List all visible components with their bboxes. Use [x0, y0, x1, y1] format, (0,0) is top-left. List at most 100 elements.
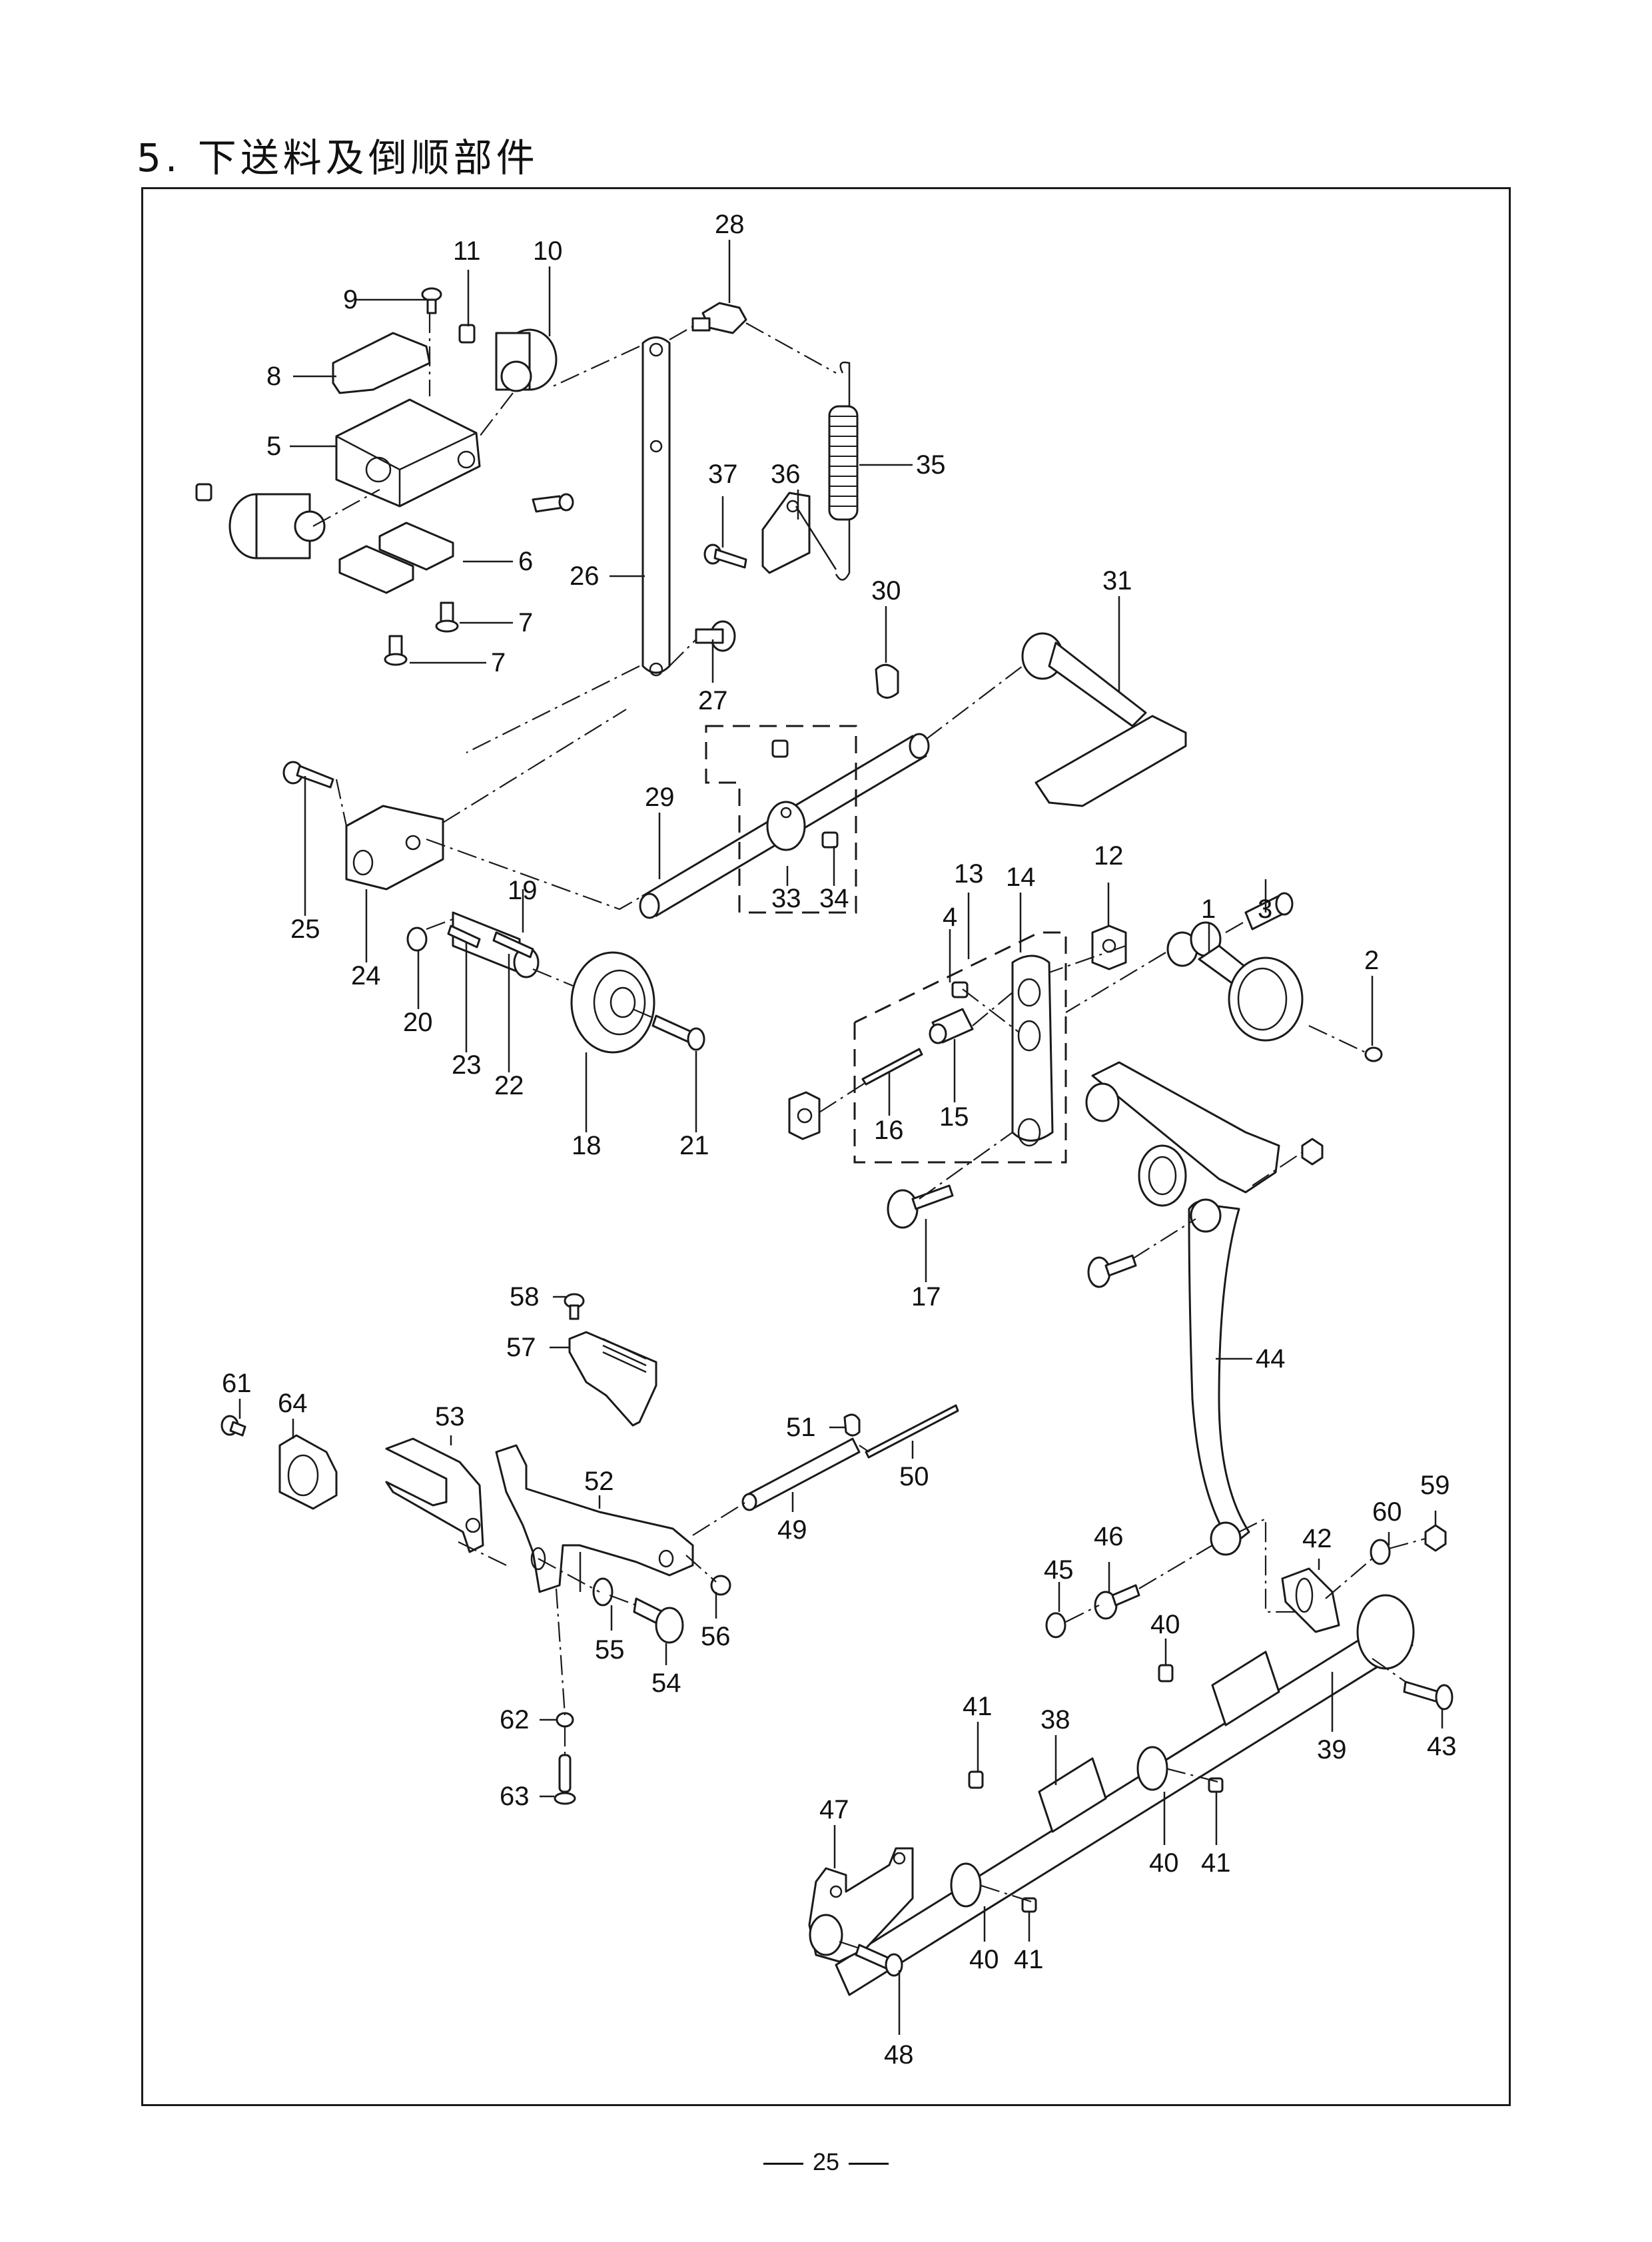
part-washer-55 — [592, 1577, 614, 1607]
callout-42: 42 — [1302, 1524, 1332, 1553]
callout-45: 45 — [1044, 1555, 1074, 1585]
callout-43: 43 — [1427, 1732, 1457, 1761]
callout-4: 4 — [943, 903, 957, 932]
callout-9: 9 — [343, 285, 358, 314]
callout-2: 2 — [1364, 946, 1379, 975]
callout-50: 50 — [899, 1462, 929, 1491]
part-screw-17 — [887, 1184, 954, 1229]
part-cylinder-left — [228, 493, 326, 560]
part-stud-27 — [695, 620, 736, 652]
part-screw-48 — [855, 1944, 903, 1977]
callout-60: 60 — [1372, 1497, 1402, 1527]
part-stud-28 — [691, 302, 747, 334]
callout-35: 35 — [916, 450, 946, 480]
part-screw-43 — [1403, 1681, 1453, 1710]
callout-57: 57 — [506, 1333, 536, 1362]
callout-41c: 41 — [1014, 1945, 1044, 1974]
callout-7a: 7 — [518, 608, 533, 637]
callout-64: 64 — [278, 1389, 308, 1418]
callout-15: 15 — [939, 1102, 969, 1132]
footer-dash-right — [849, 2162, 889, 2165]
callout-12: 12 — [1094, 841, 1124, 871]
page-footer: 25 — [0, 2148, 1652, 2176]
diagram-frame — [141, 187, 1511, 2106]
leader-lines — [238, 240, 1444, 2035]
part-e-ring-51 — [843, 1413, 861, 1437]
callout-11: 11 — [453, 236, 481, 266]
callout-6: 6 — [518, 547, 533, 576]
callout-10: 10 — [533, 236, 563, 266]
callout-30: 30 — [871, 576, 901, 605]
callout-36: 36 — [771, 460, 801, 489]
callout-39: 39 — [1317, 1735, 1347, 1764]
callout-27: 27 — [698, 686, 728, 715]
part-pin-2 — [1364, 1046, 1383, 1062]
part-block-64 — [278, 1434, 338, 1510]
callout-51: 51 — [786, 1413, 816, 1442]
part-feed-bar-52 — [495, 1444, 694, 1593]
callout-58: 58 — [510, 1282, 540, 1311]
part-reverse-lever-31 — [1021, 632, 1187, 807]
callout-54: 54 — [651, 1669, 681, 1698]
callout-16: 16 — [874, 1116, 904, 1145]
part-setscrew-left — [195, 483, 212, 502]
callout-18: 18 — [572, 1131, 602, 1160]
part-setscrew-11 — [458, 324, 476, 344]
callout-3: 3 — [1258, 895, 1272, 924]
part-link-rod-26 — [641, 336, 671, 677]
callout-7b: 7 — [491, 648, 506, 677]
part-screw-25 — [282, 761, 334, 789]
part-dial-18 — [570, 951, 655, 1054]
callout-25: 25 — [290, 915, 320, 944]
callout-37: 37 — [708, 460, 738, 489]
callout-40a: 40 — [1150, 1610, 1180, 1639]
callout-63: 63 — [500, 1782, 530, 1811]
callout-8: 8 — [266, 362, 281, 391]
callout-62: 62 — [500, 1705, 530, 1734]
part-setscrews-40-41 — [968, 1664, 1224, 1913]
part-collars-40 — [950, 1746, 1168, 1908]
callout-49: 49 — [777, 1515, 807, 1545]
part-link-14 — [1011, 954, 1054, 1147]
part-setscrew-33 — [771, 739, 789, 758]
callout-56: 56 — [701, 1622, 731, 1651]
callout-41a: 41 — [963, 1692, 993, 1721]
callout-labels: 9 8 5 11 10 6 7 7 26 28 27 35 36 37 30 3… — [222, 210, 1457, 2069]
part-washer-60 — [1370, 1539, 1391, 1565]
callout-28: 28 — [715, 210, 745, 239]
part-nut-right — [1301, 1138, 1324, 1166]
part-collar-33 — [766, 801, 806, 851]
part-stitch-block — [335, 398, 481, 508]
part-e-ring-30 — [875, 663, 899, 699]
part-stud-46 — [1094, 1584, 1140, 1620]
part-crank-42 — [1281, 1567, 1415, 1670]
part-setscrew-56 — [710, 1575, 731, 1596]
callout-13: 13 — [954, 859, 984, 889]
callout-53: 53 — [435, 1402, 465, 1431]
callout-22: 22 — [494, 1071, 524, 1100]
callout-21: 21 — [679, 1131, 709, 1160]
callout-59: 59 — [1420, 1471, 1450, 1500]
callout-38: 38 — [1040, 1705, 1070, 1734]
callout-46: 46 — [1094, 1522, 1124, 1551]
part-pin-22 — [492, 931, 534, 958]
callout-55: 55 — [595, 1635, 625, 1665]
callout-29: 29 — [645, 783, 675, 812]
page-number: 25 — [812, 2148, 840, 2175]
part-feed-dog-57 — [568, 1331, 657, 1427]
part-eccentric-1 — [1166, 921, 1304, 1042]
callout-47: 47 — [819, 1795, 849, 1824]
callout-17: 17 — [911, 1282, 941, 1311]
callout-24: 24 — [351, 961, 381, 990]
callout-34: 34 — [819, 884, 849, 913]
part-square-nut-left — [788, 1091, 821, 1140]
part-setscrew-34 — [821, 831, 839, 849]
part-spring-16 — [861, 1048, 923, 1086]
part-shaft-38-39 — [835, 1614, 1414, 1996]
part-bracket-36 — [761, 492, 811, 574]
part-screw-54 — [633, 1597, 684, 1644]
part-screw-37 — [703, 544, 747, 569]
part-crank-47 — [808, 1847, 914, 1963]
callout-48: 48 — [884, 2040, 914, 2069]
part-fork-53 — [385, 1437, 484, 1553]
